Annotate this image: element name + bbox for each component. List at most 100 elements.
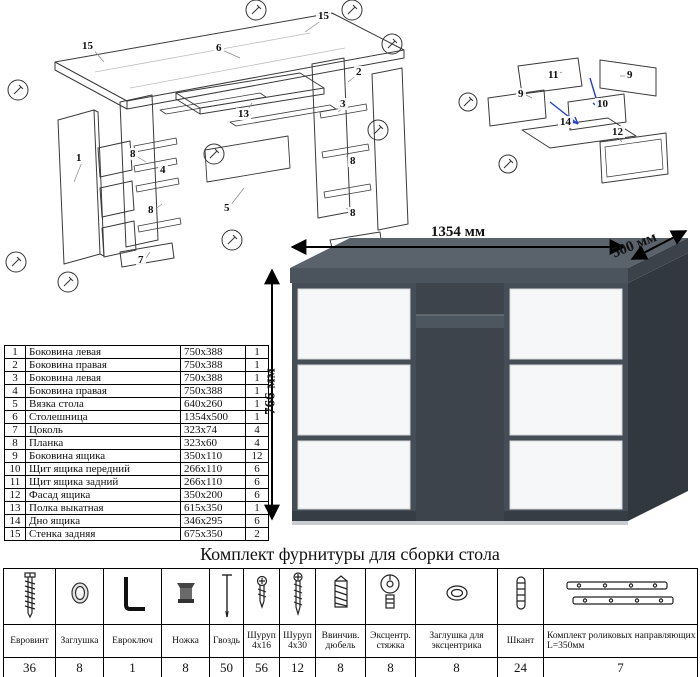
hardware-qty: 8 <box>55 657 104 677</box>
fastener-detail-callouts <box>458 92 518 174</box>
hardware-icons-row <box>3 568 698 625</box>
desk-render-graphic <box>264 230 688 525</box>
callout-7a: 7 <box>136 254 146 266</box>
hardware-qty: 8 <box>161 657 210 677</box>
cam-lock-icon <box>379 574 400 609</box>
hardware-name: Ввинчив. дюбель <box>315 624 366 658</box>
callout-14: 14 <box>558 116 573 128</box>
callout-8a: 8 <box>128 148 138 160</box>
right-side-panels <box>311 57 409 256</box>
callout-15-top: 15 <box>316 10 331 22</box>
callout-6: 6 <box>214 42 224 54</box>
hardware-kit-title: Комплект фурнитуры для сборки стола <box>200 544 500 564</box>
hardware-qty: 36 <box>3 657 56 677</box>
hardware-name: Комплект роликовых направляющих L=350мм <box>543 624 698 658</box>
part-name: Дно ящика <box>25 514 181 528</box>
part-name: Боковина ящика <box>25 449 181 463</box>
dimension-lines <box>264 230 688 521</box>
part-size: 750x388 <box>180 358 246 372</box>
part-number: 13 <box>4 501 26 515</box>
keyboard-tray[interactable] <box>416 315 504 328</box>
callout-2: 2 <box>354 66 364 78</box>
hardware-name: Эксцентр. стяжка <box>365 624 416 658</box>
hardware-qty: 50 <box>209 657 244 677</box>
part-name: Стенка задняя <box>25 527 181 541</box>
left-drawer-1[interactable] <box>297 288 411 360</box>
part-name: Щит ящика передний <box>25 462 181 476</box>
part-size: 350x110 <box>180 449 246 463</box>
leg-icon <box>176 583 195 603</box>
exploded-view-drawer: 11 9 9 10 14 12 <box>450 42 700 232</box>
part-number: 12 <box>4 488 26 502</box>
part-name: Боковина правая <box>25 358 181 372</box>
part-name: Цоколь <box>25 423 181 437</box>
callout-10: 10 <box>595 98 610 110</box>
nail-icon <box>221 574 232 618</box>
right-drawer-3[interactable] <box>509 440 623 510</box>
right-drawer-1[interactable] <box>509 288 623 360</box>
screw-4x30-icon <box>292 572 303 617</box>
drawer-facade <box>599 132 669 184</box>
hardware-name: Заглушка <box>55 624 104 658</box>
part-name: Вязка стола <box>25 397 181 411</box>
hardware-names-row: Евровинт Заглушка Евроключ Ножка Гвоздь … <box>3 624 698 658</box>
exploded-view-desk: 15 6 15 13 2 3 1 8 4 8 7 8 8 7 5 <box>0 0 435 345</box>
hardware-name: Заглушка для эксцентрика <box>415 624 498 658</box>
right-plinth <box>504 511 628 521</box>
desk-render: 1354 мм 500 мм 766 мм <box>258 224 700 545</box>
hardware-qty: 8 <box>365 657 416 677</box>
callout-1: 1 <box>74 152 84 164</box>
hardware-name: Шуруп 4x16 <box>243 624 280 658</box>
screw-in-dowel-icon <box>333 575 348 608</box>
callout-9a: 9 <box>625 69 635 81</box>
screw-4x16-icon <box>256 575 267 609</box>
drawer-back-panel <box>517 57 583 95</box>
hardware-name: Гвоздь <box>209 624 244 658</box>
callout-4: 4 <box>158 164 168 176</box>
part-size: 266x110 <box>180 462 246 476</box>
part-name: Щит ящика задний <box>25 475 181 489</box>
exploded-drawer-lineart <box>458 57 669 184</box>
part-number: 2 <box>4 358 26 372</box>
desk-top-front-edge <box>290 268 628 283</box>
hardware-qty: 1 <box>103 657 162 677</box>
hardware-name: Евровинт <box>3 624 56 658</box>
part-size: 615x350 <box>180 501 246 515</box>
keyboard-shelf-outline <box>159 72 337 127</box>
part-size: 323x60 <box>180 436 246 450</box>
part-number: 5 <box>4 397 26 411</box>
exploded-desk-lineart <box>5 0 409 293</box>
hardware-name: Евроключ <box>103 624 162 658</box>
left-side-panels <box>57 94 159 265</box>
desk-width-dimension: 1354 мм <box>430 224 486 240</box>
part-number: 7 <box>4 423 26 437</box>
part-size: 750x388 <box>180 345 246 359</box>
left-drawer-2[interactable] <box>297 364 411 436</box>
callout-8b: 8 <box>146 204 156 216</box>
left-drawer-3[interactable] <box>297 440 411 510</box>
part-size: 346x295 <box>180 514 246 528</box>
hardware-qty: 56 <box>243 657 280 677</box>
callout-12: 12 <box>610 126 625 138</box>
part-number: 3 <box>4 371 26 385</box>
callout-11: 11 <box>546 69 561 81</box>
hardware-qty: 8 <box>415 657 498 677</box>
fastener-detail-callouts <box>5 0 403 293</box>
cam-cap-icon <box>445 585 468 601</box>
right-drawer-2[interactable] <box>509 364 623 436</box>
floor-shadow <box>292 521 628 525</box>
callout-5: 5 <box>222 202 232 214</box>
part-size: 675x350 <box>180 527 246 541</box>
callout-3: 3 <box>338 98 348 110</box>
part-number: 10 <box>4 462 26 476</box>
